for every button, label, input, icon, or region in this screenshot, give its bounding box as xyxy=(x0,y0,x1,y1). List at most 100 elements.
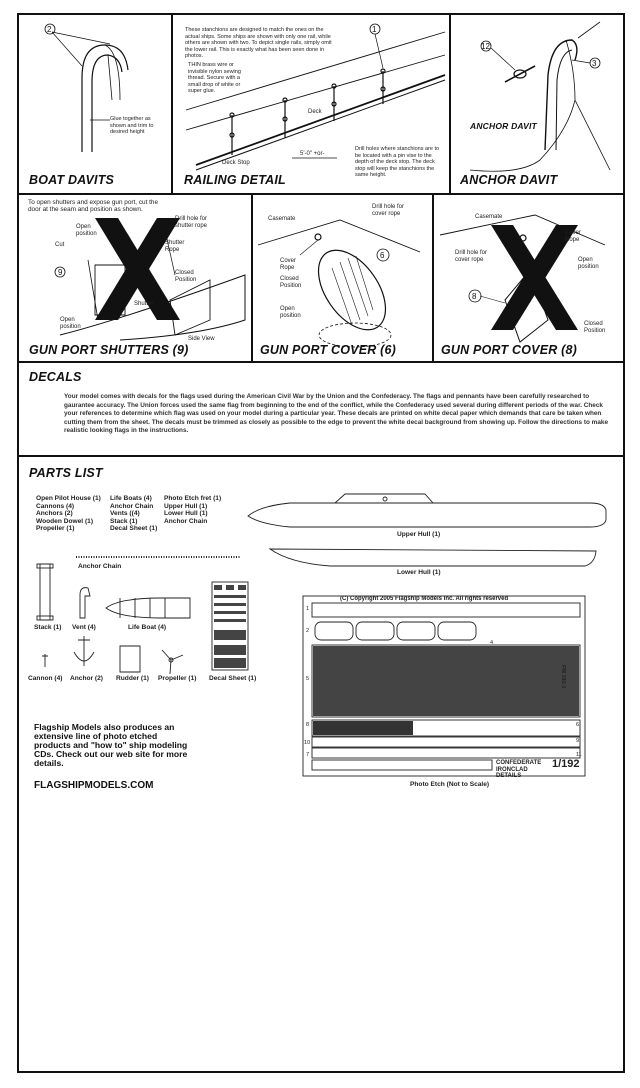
drill-hole-label: Drill hole for cover rope xyxy=(455,250,488,263)
part-item: Propeller (1) xyxy=(36,525,75,532)
callout-number: 2 xyxy=(47,25,52,34)
deck-label: Deck xyxy=(308,109,322,115)
part-item: Decal Sheet (1) xyxy=(110,525,158,532)
fret-scale: 1/192 xyxy=(552,758,580,770)
divider xyxy=(17,455,625,457)
closed-position-label: Closed Position xyxy=(280,276,302,289)
upper-hull-shape xyxy=(247,502,607,528)
part-item: Open Pilot House (1) xyxy=(36,495,101,502)
divider xyxy=(449,13,451,194)
parts-col-3: Photo Etch fret (1) Upper Hull (1) Lower… xyxy=(164,495,221,525)
divider xyxy=(251,193,253,362)
drill-hole-label: Drill hole for cover rope xyxy=(372,204,405,217)
part-item: Life Boats (4) xyxy=(110,495,152,502)
open-position-label: Open position xyxy=(578,257,599,270)
part-item: Stack (1) xyxy=(110,517,138,525)
callout-number: 6 xyxy=(380,251,385,260)
rudder-caption: Rudder (1) xyxy=(116,675,149,682)
promo-text: Flagship Models also produces an extensi… xyxy=(34,722,188,768)
photo-etch-caption: Photo Etch (Not to Scale) xyxy=(410,781,490,788)
open-position-label: Open position xyxy=(76,224,97,237)
parts-list-title: PARTS LIST xyxy=(29,466,103,480)
railing-detail-title: RAILING DETAIL xyxy=(184,173,286,187)
fret-right-num: 9 xyxy=(576,738,580,744)
shutters-intro: To open shutters and expose gun port, cu… xyxy=(28,199,159,214)
gun-port-cover-8-title: GUN PORT COVER (8) xyxy=(441,343,578,357)
davit-post-right xyxy=(91,54,123,152)
propeller-caption: Propeller (1) xyxy=(158,675,197,682)
fret-code: FM 192-1 xyxy=(560,665,566,689)
gun-port-cover-6-title: GUN PORT COVER (6) xyxy=(260,343,397,357)
decals-body: Your model comes with decals for the fla… xyxy=(64,393,609,435)
part-item: Cannons (4) xyxy=(36,502,75,510)
fret-right-num: 4 xyxy=(490,640,494,646)
side-view-label: Side View xyxy=(188,336,215,342)
callout-number: 9 xyxy=(58,268,63,277)
fret-row-num: 7 xyxy=(306,752,310,758)
drill-hole-shutter-label: Drill hole for shutter rope xyxy=(175,216,208,229)
decals-title: DECALS xyxy=(29,370,82,384)
boat-davits-title: BOAT DAVITS xyxy=(29,173,115,187)
decal-sheet-caption: Decal Sheet (1) xyxy=(209,675,257,682)
lower-hull-caption: Lower Hull (1) xyxy=(397,569,441,576)
cover-rope-label: Cover Rope xyxy=(280,258,297,271)
website-link[interactable]: FLAGSHIPMODELS.COM xyxy=(34,780,154,791)
parts-col-2: Life Boats (4) Anchor Chain Vents ((4) S… xyxy=(110,495,157,533)
callout-number: 1 xyxy=(372,25,377,34)
life-boat-caption: Life Boat (4) xyxy=(128,624,167,631)
anchor-caption: Anchor (2) xyxy=(70,675,103,682)
part-item: Lower Hull (1) xyxy=(164,510,208,517)
shutter-rope-label: Shutter Rope xyxy=(165,240,185,253)
fret-row-num: 5 xyxy=(306,676,310,682)
casemate-label: Casemate xyxy=(475,214,503,220)
part-item: Anchor Chain xyxy=(164,517,208,525)
fret-row-num: 2 xyxy=(306,628,310,634)
closed-position-label: Closed Position xyxy=(584,321,606,334)
davit-post-left xyxy=(81,44,129,152)
closed-position-label: Closed Position xyxy=(175,270,197,283)
cover-rope-label: Cover Rope xyxy=(565,230,582,243)
cut-label: Cut xyxy=(55,242,65,248)
railing-intro: These stanchions are designed to match t… xyxy=(185,27,332,59)
cannon-caption: Cannon (4) xyxy=(28,675,63,682)
anchor-davit-inner-title: ANCHOR DAVIT xyxy=(470,121,537,131)
divider xyxy=(17,193,625,195)
callout-number: 3 xyxy=(592,59,597,68)
stack-caption: Stack (1) xyxy=(34,624,62,631)
fret-row-num: 1 xyxy=(306,606,310,612)
divider xyxy=(17,361,625,363)
deck-stop-label: Deck Stop xyxy=(222,160,250,166)
spacing-label: 5'-0" +or- xyxy=(300,151,325,157)
shutter-label: Shutter xyxy=(134,301,154,307)
thin-wire-note: THIN brass wire or invisible nylon sewin… xyxy=(188,62,241,94)
part-item: Wooden Dowel (1) xyxy=(36,517,94,525)
upper-hull-caption: Upper Hull (1) xyxy=(397,531,441,538)
fret-product-name: CONFEDERATE IRONCLAD DETAILS xyxy=(496,760,542,779)
anchor-davit-title: ANCHOR DAVIT xyxy=(460,173,558,187)
part-item: Photo Etch fret (1) xyxy=(164,495,222,502)
fret-row-num: 10 xyxy=(304,740,311,746)
divider xyxy=(432,193,434,362)
part-item: Anchors (2) xyxy=(36,510,73,517)
instruction-sheet xyxy=(17,13,625,1073)
fret-copyright: (C) Copyright 2005 Flagship Models Inc. … xyxy=(340,596,509,602)
divider xyxy=(171,13,173,194)
callout-number: 8 xyxy=(472,292,477,301)
callout-circle xyxy=(44,23,56,35)
fret-row-num: 8 xyxy=(306,722,310,728)
open-position-label: Open position xyxy=(60,317,81,330)
part-item: Anchor Chain xyxy=(110,502,154,510)
casemate-label: Casemate xyxy=(268,216,296,222)
parts-col-1: Open Pilot House (1) Cannons (4) Anchors… xyxy=(36,495,101,533)
vent-caption: Vent (4) xyxy=(72,624,96,631)
gun-port-shutters-title: GUN PORT SHUTTERS (9) xyxy=(29,343,189,357)
open-position-label: Open position xyxy=(280,306,301,319)
fret-right-num: 11 xyxy=(576,752,582,758)
anchor-chain-caption: Anchor Chain xyxy=(78,563,122,570)
drill-note: Drill holes where stanchions are to be l… xyxy=(355,146,440,178)
part-item: Vents ((4) xyxy=(110,510,140,517)
lower-hull-shape xyxy=(268,548,597,567)
fret-right-num: 6 xyxy=(576,722,580,728)
boat-davits-note: Glue together as shown and trim to desir… xyxy=(110,116,154,135)
